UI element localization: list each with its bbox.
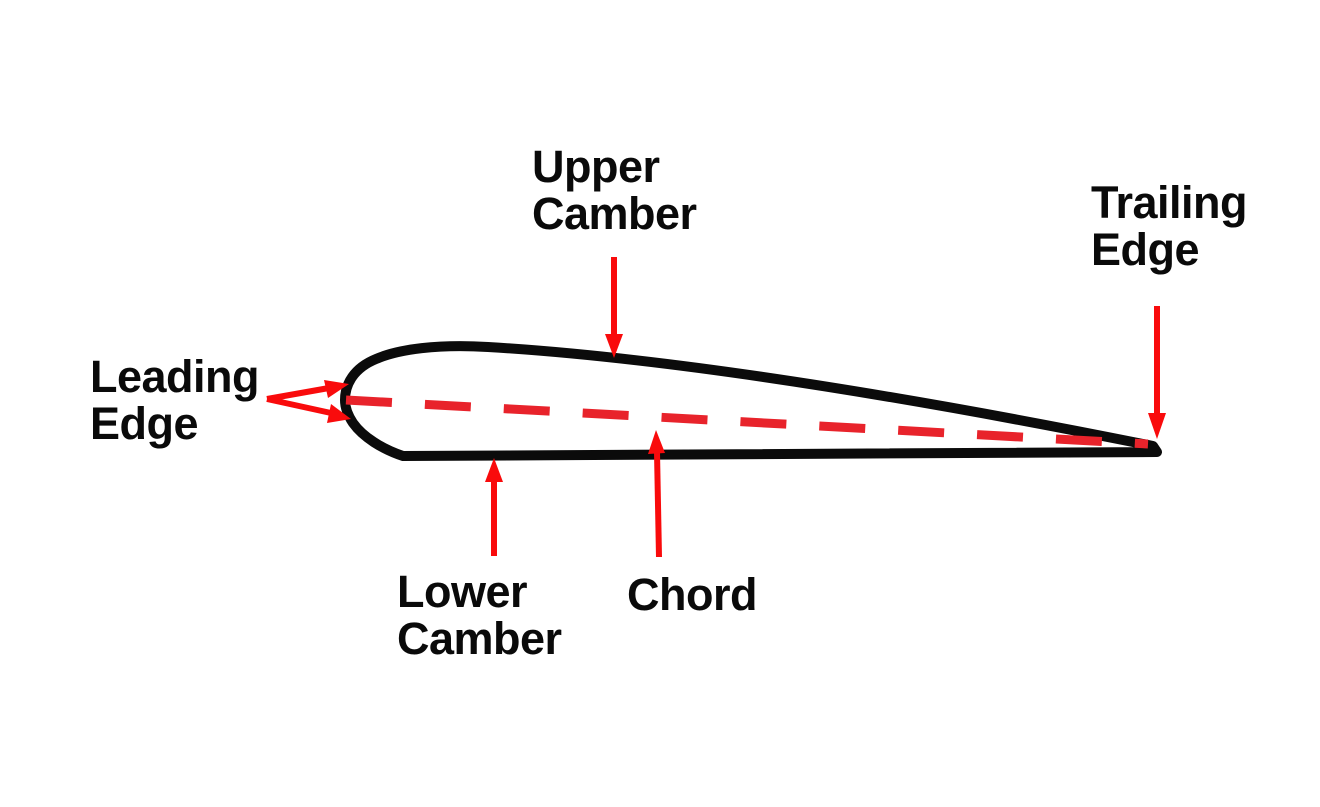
chord-arrow-head [648,430,665,454]
trailing-edge-label-line2: Edge [1091,224,1200,275]
chord-dashed-line [345,395,1149,449]
chord-label-line1: Chord [627,569,757,620]
upper-camber-label: Upper Camber [532,143,697,237]
upper-camber-label-line1: Upper [532,141,660,192]
leading-edge-arrows [266,380,351,423]
upper-camber-label-line2: Camber [532,188,697,239]
trailing-edge-label: Trailing Edge [1091,177,1248,275]
leading-edge-label-line1: Leading [90,351,260,402]
trailing-edge-arrow-head [1148,413,1166,439]
chord-label: Chord [627,571,757,618]
leading-edge-lower-arrow-head [327,404,351,423]
leading-edge-label: Leading Edge [90,351,260,449]
trailing-edge-arrow [1148,306,1166,439]
leading-edge-label-line2: Edge [90,398,199,449]
trailing-edge-label-line1: Trailing [1091,177,1248,228]
chord-arrow-shaft [654,451,662,558]
lower-camber-arrow [485,458,503,556]
lower-camber-label-line2: Camber [397,613,562,664]
leading-edge-lower-arrow-shaft [266,396,332,416]
chord-arrow [648,430,665,558]
airfoil-outline [340,341,1162,461]
lower-camber-label: Lower Camber [397,568,562,662]
leading-edge-upper-arrow-head [324,380,349,398]
upper-camber-arrow [605,257,623,358]
lower-camber-label-line1: Lower [397,566,528,617]
lower-camber-arrow-head [485,458,503,482]
upper-camber-arrow-head [605,334,623,358]
leading-edge-upper-arrow-shaft [266,385,330,402]
